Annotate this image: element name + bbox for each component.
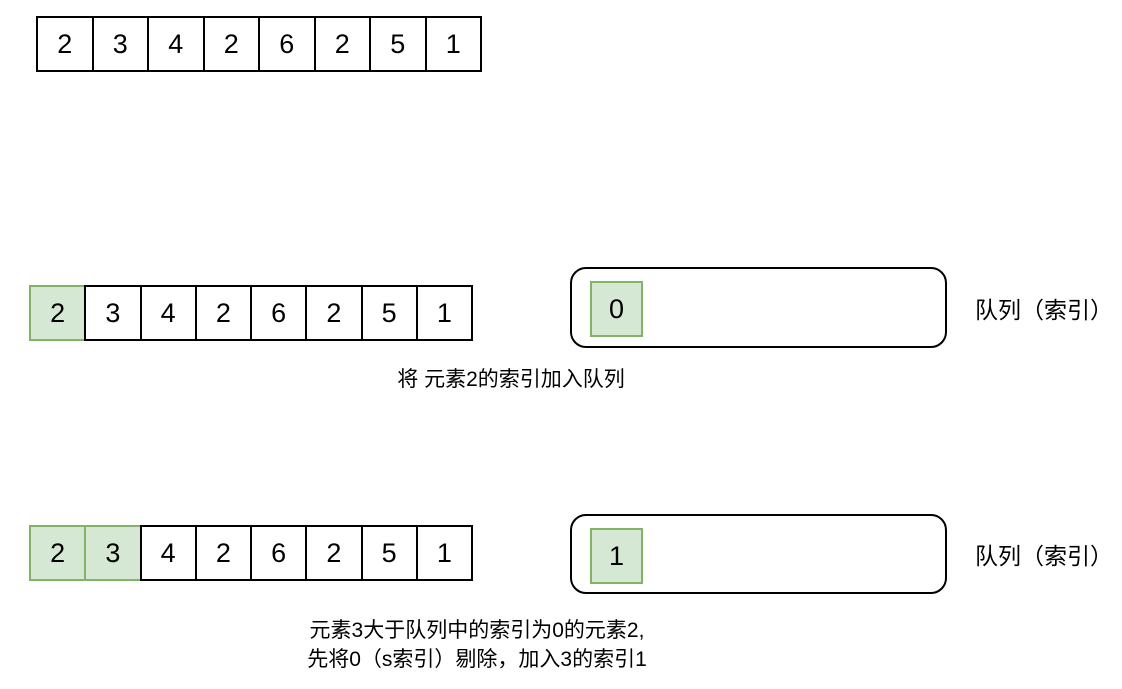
- array-cell: 5: [360, 525, 418, 581]
- array-cell: 5: [369, 16, 427, 72]
- queue-label-step1: 队列（索引）: [975, 296, 1113, 323]
- array-cell: 1: [415, 285, 473, 341]
- array-cell-highlighted: 3: [84, 525, 142, 581]
- array-cell: 4: [139, 285, 197, 341]
- array-step1: 2 3 4 2 6 2 5 1: [29, 285, 473, 341]
- queue-box-step1: 0: [570, 267, 947, 348]
- array-cell: 4: [147, 16, 205, 72]
- array-step2: 2 3 4 2 6 2 5 1: [29, 525, 473, 581]
- queue-label-step2: 队列（索引）: [975, 543, 1113, 569]
- array-cell: 3: [84, 285, 142, 341]
- array-cell: 6: [250, 285, 308, 341]
- array-cell: 5: [360, 285, 418, 341]
- array-cell: 3: [91, 16, 149, 72]
- array-cell: 1: [424, 16, 482, 72]
- array-cell: 4: [139, 525, 197, 581]
- array-cell: 2: [313, 16, 371, 72]
- step2-caption-line1: 元素3大于队列中的索引为0的元素2,: [309, 619, 645, 642]
- array-cell-highlighted: 2: [29, 525, 87, 581]
- array-cell: 1: [415, 525, 473, 581]
- array-cell: 2: [202, 16, 260, 72]
- queue-box-step2: 1: [570, 514, 947, 594]
- queue-item: 1: [590, 528, 643, 584]
- array-initial: 2 3 4 2 6 2 5 1: [36, 16, 482, 72]
- array-cell: 2: [36, 16, 94, 72]
- array-cell: 6: [258, 16, 316, 72]
- array-cell-highlighted: 2: [29, 285, 87, 341]
- step2-caption-line2: 先将0（s索引）剔除，加入3的索引1: [307, 648, 647, 671]
- step2-caption: 元素3大于队列中的索引为0的元素2, 先将0（s索引）剔除，加入3的索引1: [307, 616, 647, 674]
- array-cell: 2: [305, 285, 363, 341]
- step1-caption: 将 元素2的索引加入队列: [397, 368, 625, 391]
- array-cell: 2: [305, 525, 363, 581]
- array-cell: 6: [250, 525, 308, 581]
- array-cell: 2: [194, 285, 252, 341]
- queue-item: 0: [590, 281, 643, 337]
- array-cell: 2: [194, 525, 252, 581]
